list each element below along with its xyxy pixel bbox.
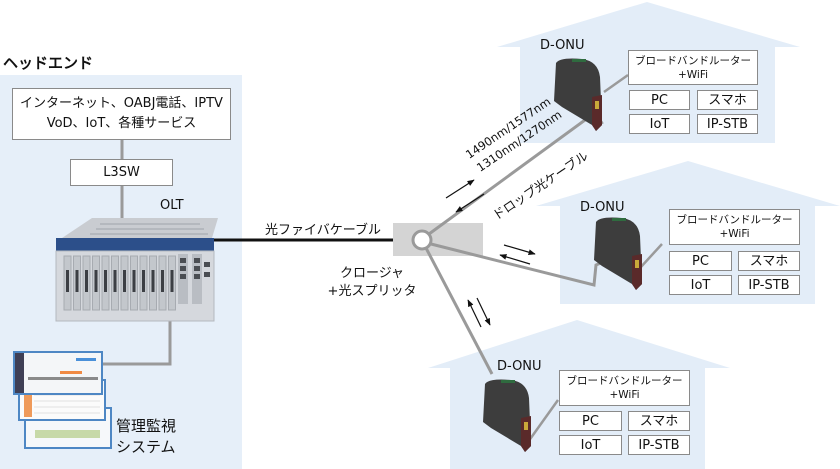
olt-port <box>123 270 126 292</box>
olt-port <box>161 270 164 292</box>
device-pc-2: PC <box>669 251 732 271</box>
device-pc-1: PC <box>629 90 690 110</box>
router-box-2: ブロードバンドルーター +WiFi <box>669 209 800 245</box>
device-iot-3: IoT <box>559 435 622 455</box>
l3sw-box: L3SW <box>70 159 173 186</box>
monitoring-label: 管理監視 システム <box>116 417 177 456</box>
olt-port <box>113 270 117 292</box>
arrow-up-3 <box>467 299 482 328</box>
arrow-down-1 <box>445 179 475 199</box>
olt-label: OLT <box>160 198 184 213</box>
device-iot-2: IoT <box>669 275 732 295</box>
onu-label-2: D-ONU <box>580 200 625 215</box>
device-smartphone-1: スマホ <box>697 90 758 110</box>
olt-port <box>170 270 174 292</box>
monitoring-screens-icon <box>13 351 112 449</box>
onu-label-1: D-ONU <box>540 38 585 53</box>
device-ipstb-3: IP-STB <box>628 435 690 455</box>
services-line-1: インターネット、OABJ電話、IPTV <box>20 96 223 111</box>
olt-port <box>94 270 98 292</box>
olt-port <box>66 270 69 292</box>
headend-title: ヘッドエンド <box>3 54 94 72</box>
olt-port <box>75 270 79 292</box>
onu-device-icon-1 <box>554 58 602 131</box>
device-ipstb-1: IP-STB <box>697 114 758 134</box>
device-iot-1: IoT <box>629 114 690 134</box>
arrow-down-2 <box>503 244 536 255</box>
arrow-up-1 <box>455 193 485 213</box>
device-pc-3: PC <box>559 411 622 431</box>
onu-router-link-1 <box>603 73 629 94</box>
router-box-3: ブロードバンドルーター +WiFi <box>559 370 690 406</box>
onu-router-link-2 <box>639 243 663 269</box>
arrow-down-3 <box>476 297 491 326</box>
arrow-up-2 <box>499 254 531 265</box>
olt-device-icon <box>55 218 218 322</box>
olt-port <box>151 270 155 292</box>
olt-port <box>85 270 88 292</box>
splitter-node <box>411 229 433 251</box>
onu-label-3: D-ONU <box>497 359 542 374</box>
onu-device-icon-2 <box>594 217 642 290</box>
device-smartphone-3: スマホ <box>628 411 690 431</box>
olt-port <box>142 270 145 292</box>
services-box: インターネット、OABJ電話、IPTV VoD、IoT、各種サービス <box>12 88 231 140</box>
closure-label: クロージャ +光スプリッタ <box>327 266 417 299</box>
device-ipstb-2: IP-STB <box>738 275 800 295</box>
drop-cable-3 <box>424 247 494 375</box>
olt-port <box>104 270 107 292</box>
olt-port <box>132 270 136 292</box>
services-line-2: VoD、IoT、各種サービス <box>46 116 197 131</box>
onu-router-link-3 <box>526 399 560 443</box>
trunk-fiber-label: 光ファイバケーブル <box>265 223 381 238</box>
router-box-1: ブロードバンドルーター +WiFi <box>628 50 758 85</box>
device-smartphone-2: スマホ <box>738 251 800 271</box>
onu-device-icon-3 <box>483 379 531 452</box>
